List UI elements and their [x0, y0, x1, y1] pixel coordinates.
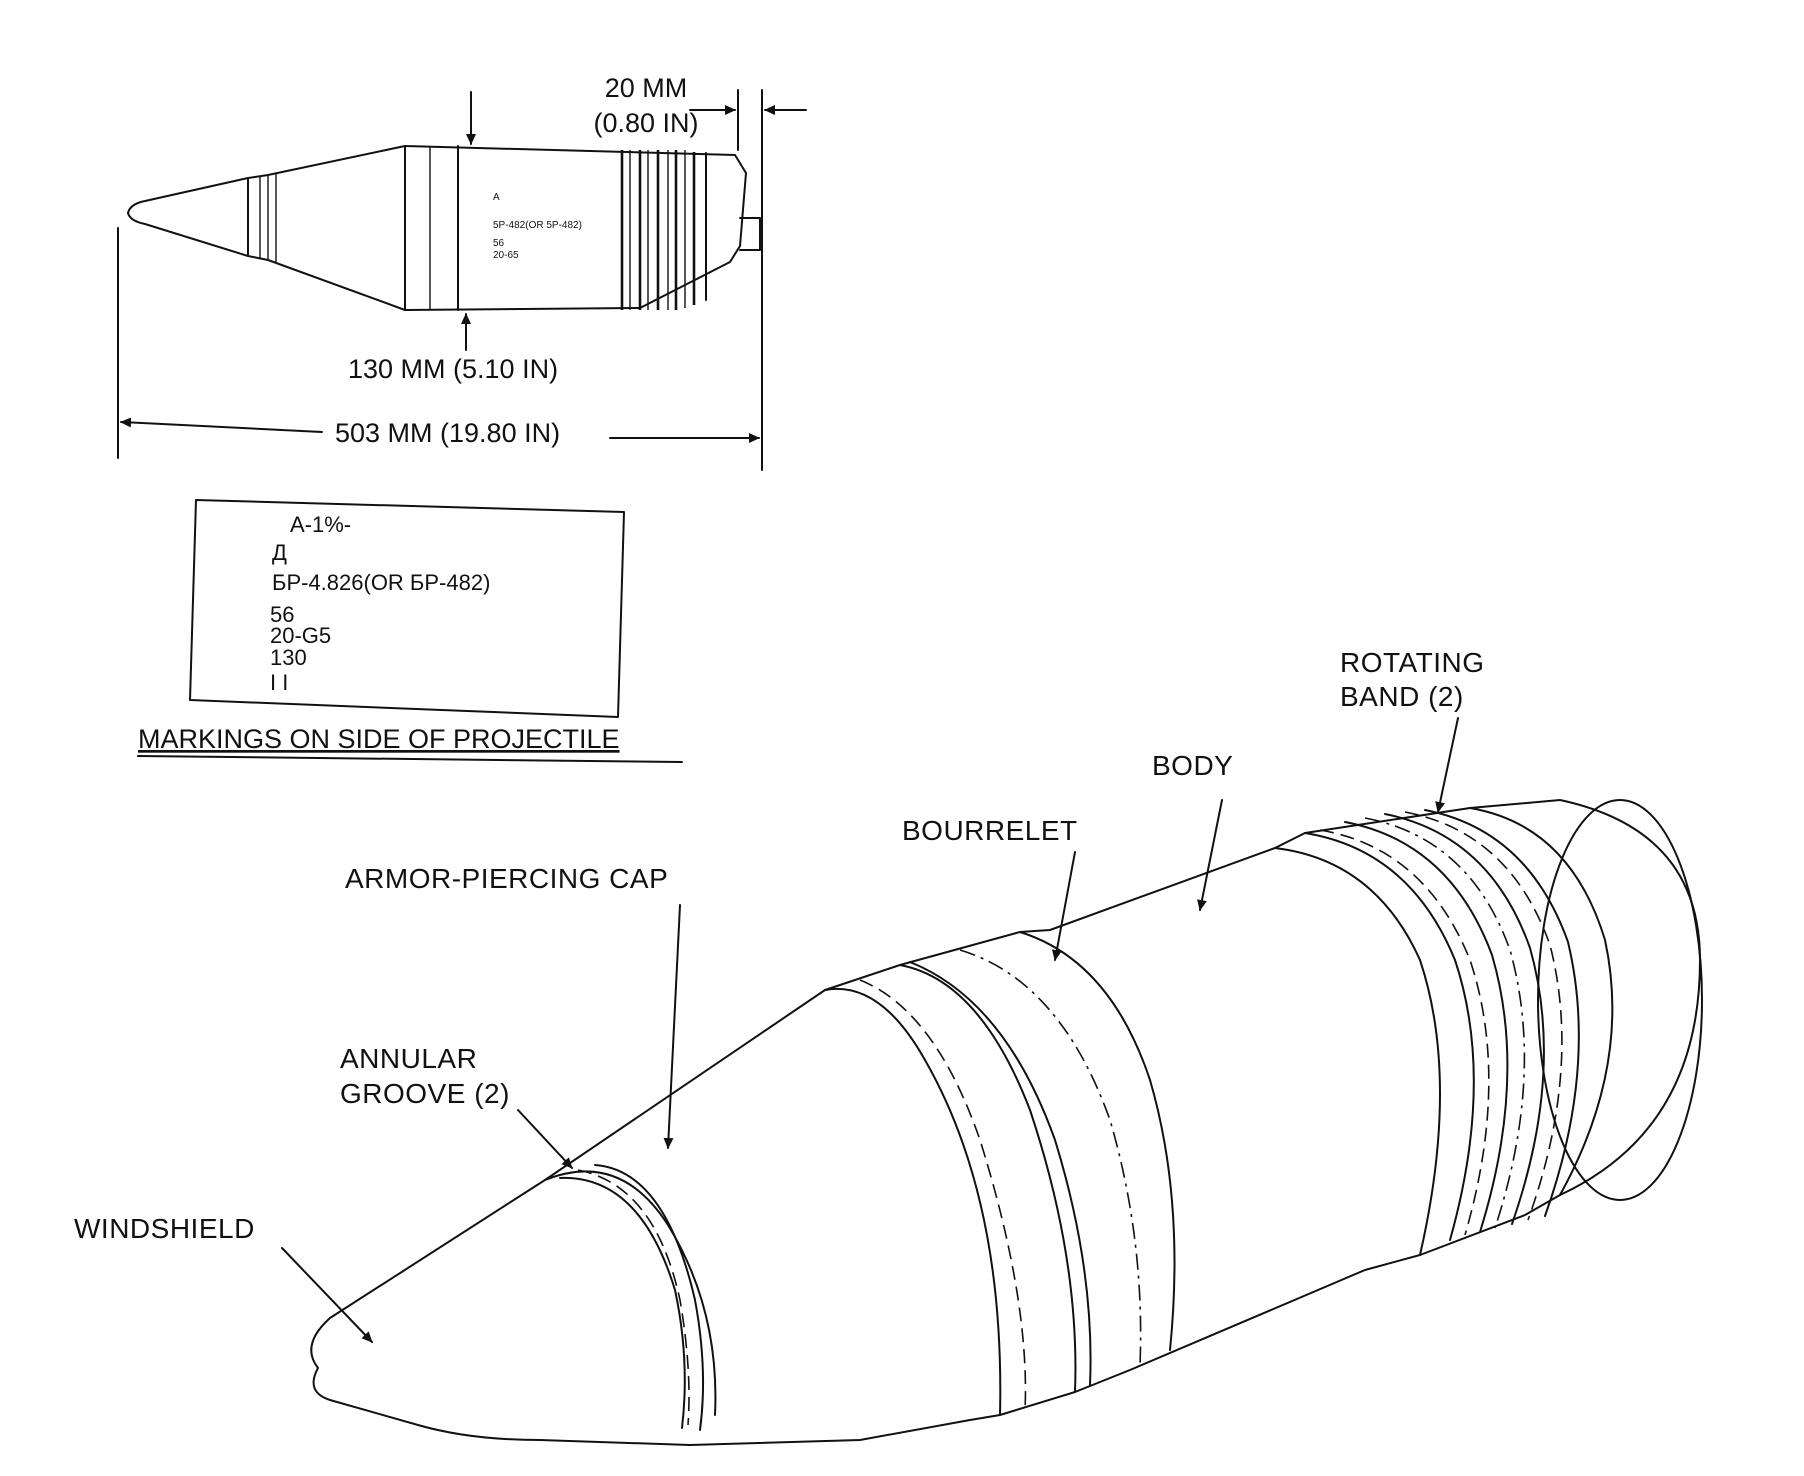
side-view: A 5P-482(OR 5P-482) 56 20-65 20 MM (0.80…	[117, 73, 807, 471]
side-view-marking-3: 56	[493, 238, 505, 249]
ap-cap-label: ARMOR-PIERCING CAP	[345, 863, 668, 894]
ap-cap-leader	[663, 904, 681, 1149]
annular-groove-label-2: GROOVE (2)	[340, 1078, 510, 1109]
bourrelet-leader	[1051, 851, 1076, 961]
annular-groove-label-1: ANNULAR	[340, 1043, 477, 1074]
side-view-marking-1: A	[493, 192, 500, 203]
markings-panel: A-1%- Д БР-4.826(OR БР-482) 56 20-G5 130…	[137, 499, 683, 763]
rotating-band-label-1: ROTATING	[1340, 647, 1485, 678]
side-view-marking-4: 20-65	[493, 250, 519, 261]
marking-line-3: БР-4.826(OR БР-482)	[272, 570, 490, 595]
marking-line-2: Д	[272, 540, 287, 565]
annular-groove-leader	[517, 1109, 573, 1169]
length-arrow-left	[120, 417, 323, 433]
part-labels: ROTATING BAND (2) BODY BOURRELET ARMOR-P…	[74, 647, 1485, 1343]
body-label: BODY	[1152, 750, 1233, 781]
side-view-rotating-band	[620, 150, 707, 310]
rotating-band-label-2: BAND (2)	[1340, 681, 1464, 712]
band-width-label: 20 MM	[605, 73, 688, 103]
length-label: 503 MM (19.80 IN)	[335, 418, 560, 448]
body-leader	[1197, 799, 1223, 911]
markings-caption: MARKINGS ON SIDE OF PROJECTILE	[138, 724, 620, 754]
annular-grooves	[544, 1164, 717, 1431]
windshield-leader	[281, 1247, 373, 1343]
side-view-marking-2: 5P-482(OR 5P-482)	[493, 220, 582, 231]
markings-box-frame	[189, 499, 625, 718]
band-width-in-label: (0.80 IN)	[593, 108, 698, 138]
base-face	[1537, 799, 1703, 1201]
rotating-band-leader	[1435, 717, 1459, 813]
marking-line-7: I I	[270, 670, 288, 695]
bourrelet-label: BOURRELET	[902, 815, 1078, 846]
markings-caption-underline	[137, 755, 683, 763]
isometric-projectile	[310, 799, 1703, 1446]
marking-line-6: 130	[270, 645, 307, 670]
marking-line-5: 20-G5	[270, 623, 331, 648]
diameter-label: 130 MM (5.10 IN)	[348, 354, 558, 384]
bourrelet-rings	[824, 931, 1176, 1416]
rotating-band-rings	[1274, 807, 1614, 1256]
isometric-outline	[310, 799, 1701, 1446]
marking-line-1: A-1%-	[290, 512, 351, 537]
marking-line-4: 56	[270, 602, 294, 627]
windshield-label: WINDSHIELD	[74, 1213, 255, 1244]
side-view-outline	[127, 145, 747, 311]
